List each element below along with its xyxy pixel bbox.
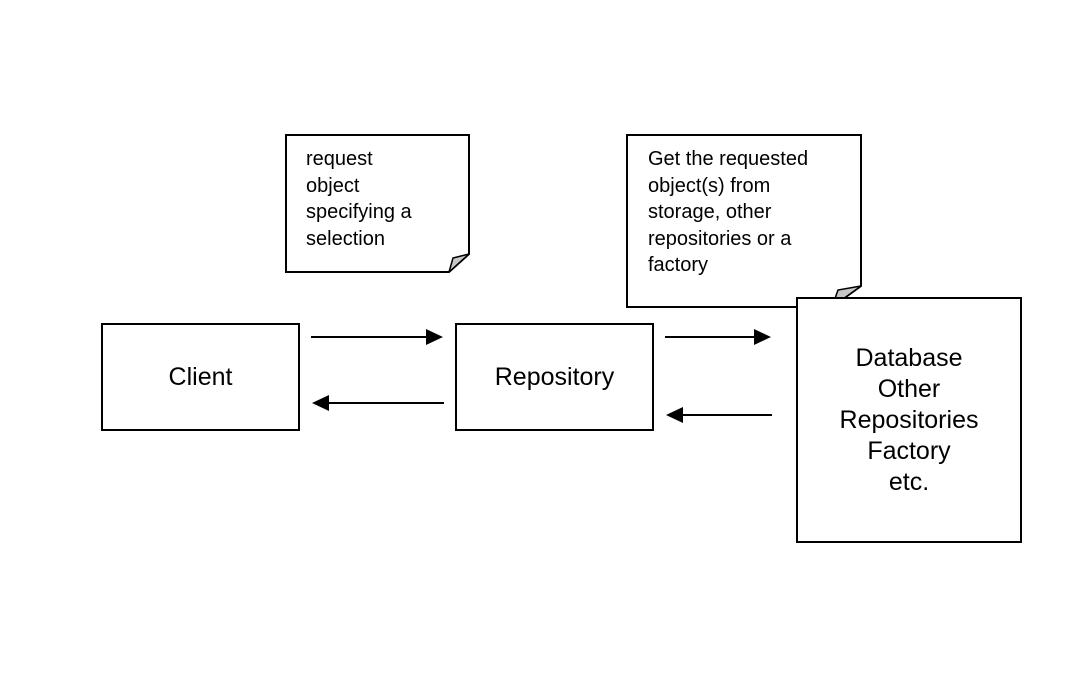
repository-box: Repository (455, 323, 654, 431)
note-request-shape (285, 134, 470, 273)
storage-line-factory: Factory (867, 436, 951, 465)
repository-label: Repository (494, 362, 615, 391)
note-get-shape (626, 134, 862, 308)
arrow-client-to-repository (311, 329, 443, 345)
storage-line-database: Database (855, 343, 963, 372)
arrow-storage-to-repository (666, 407, 772, 423)
arrow-repository-to-storage (665, 329, 771, 345)
note-get-text: Get the requested object(s) from storage… (648, 148, 809, 276)
note-get: Get the requested object(s) from storage… (626, 134, 862, 308)
storage-line-other: Other (877, 374, 941, 403)
storage-line-repositories: Repositories (839, 405, 979, 434)
client-label: Client (168, 362, 233, 391)
storage-box: Database Other Repositories Factory etc. (796, 297, 1022, 543)
note-request-text: request object specifying a selection (306, 148, 412, 250)
storage-line-etc: etc. (888, 467, 930, 496)
note-request: request object specifying a selection (285, 134, 470, 273)
client-box: Client (101, 323, 300, 431)
arrow-repository-to-client (312, 395, 444, 411)
